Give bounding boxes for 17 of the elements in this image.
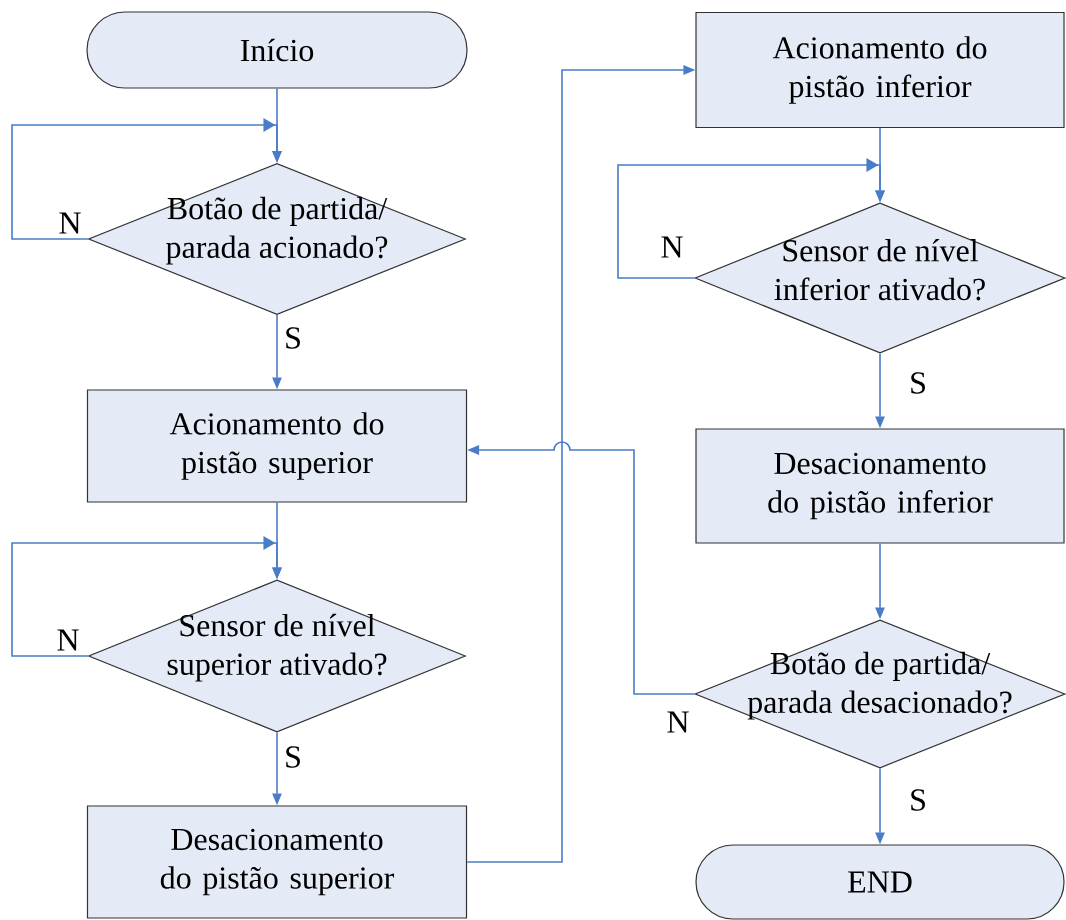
edge-label: N [665, 710, 691, 734]
arrow [11, 536, 282, 657]
edge-label: N [57, 211, 83, 235]
terminal-box: Início [86, 11, 468, 89]
arrow [617, 158, 885, 279]
process-box: Acionamento do pistão superior [86, 389, 468, 503]
edge-label: S [282, 325, 304, 351]
process-box: Acionamento do pistão inferior [695, 11, 1065, 129]
edge-label: N [659, 235, 685, 259]
edge-label: S [282, 744, 304, 770]
edge-label: S [907, 370, 929, 396]
terminal-box: END [695, 844, 1065, 920]
arrow [11, 118, 282, 240]
edge-label: S [907, 787, 929, 813]
process-box: Desacionamento do pistão inferior [695, 428, 1065, 544]
edge-label: N [55, 628, 81, 652]
process-box: Desacionamento do pistão superior [86, 805, 468, 919]
